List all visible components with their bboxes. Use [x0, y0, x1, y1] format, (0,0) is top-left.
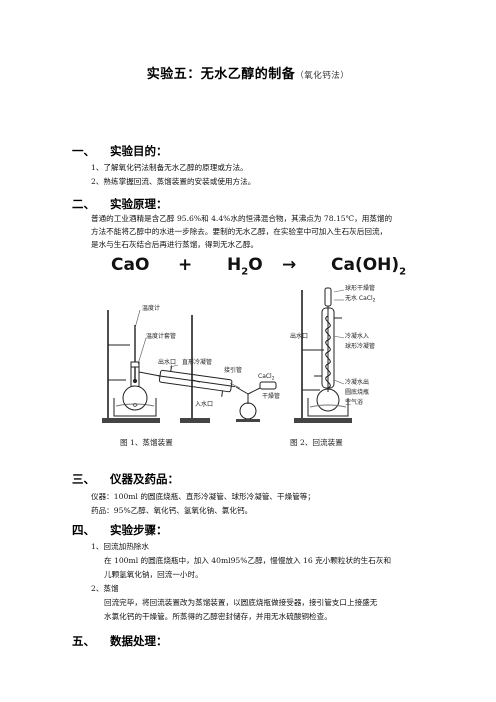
equation-product: Ca(OH)2: [331, 255, 406, 277]
section-2-line-2: 方法不能将乙醇中的水进一步除去。要制的无水乙醇，在实验室中可加入生石灰后回流，: [91, 227, 388, 236]
label-cooling-water-in: 冷凝水入: [345, 332, 369, 340]
label-thermometer: 温度计: [142, 304, 160, 312]
figure-2-caption: 图 2、回流装置: [290, 438, 343, 447]
section-3-line-2: 药品：95%乙醇、氧化钙、氢氧化钠、氯化钙。: [91, 506, 253, 515]
label-anhydrous-cacl2: 无水 CaCl2: [345, 294, 376, 304]
label-water-in: 入水口: [195, 400, 213, 408]
section-1-number: 一、: [72, 144, 95, 158]
section-3-line-1: 仪器：100ml 的圆底烧瓶、直形冷凝管、球形冷凝管、干燥管等；: [91, 492, 315, 501]
equation-plus: +: [178, 255, 193, 275]
section-4-line-4: 2、蒸馏: [91, 584, 119, 593]
section-2-title: 实验原理：: [110, 197, 168, 211]
label-cacl2-sub: 2: [272, 376, 275, 382]
equation-reactant-2: H2O: [227, 255, 263, 277]
label-cacl2: CaCl2: [258, 373, 275, 382]
label-reflux-water-out: 出水口: [290, 332, 308, 340]
section-4-line-5: 回流完毕，将回流装置改为蒸馏装置，以圆底烧瓶做接受器，接引管支口上接盛无: [104, 598, 378, 607]
equation-arrow: →: [282, 255, 297, 275]
label-water-out: 出水口: [158, 358, 176, 366]
equation-r2-symbol: H: [227, 255, 242, 275]
distillation-apparatus-diagram: 温度计 温度计套管 出水口 直形冷凝管 接引管 入水口 CaCl2 干燥管: [102, 304, 280, 423]
label-anhydrous-cacl2-text: 无水 CaCl: [345, 294, 373, 302]
label-condenser: 直形冷凝管: [182, 358, 212, 366]
figure-1-caption: 图 1、蒸馏装置: [120, 438, 173, 447]
equation-r2-sub: 2: [241, 266, 249, 278]
section-1-title: 实验目的：: [110, 144, 168, 158]
equation-r2-tail: O: [248, 255, 263, 275]
section-4-line-3: 儿颗氢氧化钠，回流一小时。: [104, 570, 203, 579]
section-4-title: 实验步骤：: [110, 523, 168, 537]
section-3-title: 仪器及药品：: [110, 472, 179, 486]
label-round-flask: 圆底烧瓶: [345, 388, 369, 396]
equation-reactant-1: CaO: [111, 255, 150, 275]
label-cooling-water-out: 冷凝水出: [345, 378, 369, 386]
label-anhydrous-cacl2-sub: 2: [373, 298, 376, 304]
equation-product-sub: 2: [399, 266, 407, 278]
section-5-title: 数据处理：: [110, 634, 168, 648]
label-dry-tube: 干燥管: [262, 392, 280, 400]
label-cacl2-text: CaCl: [258, 373, 272, 380]
title-text: 实验五：无水乙醇的制备: [146, 67, 296, 82]
label-drying-tube: 球形干燥管: [345, 284, 375, 292]
label-adapter: 接引管: [224, 366, 242, 374]
section-2-line-1: 普通的工业酒精是含乙醇 95.6%和 4.4%水的恒沸混合物，其沸点为 78.1…: [91, 214, 393, 223]
section-1-line-2: 2、熟练掌握回流、蒸馏装置的安装或使用方法。: [91, 177, 256, 186]
section-4-number: 四、: [72, 523, 95, 537]
section-5-number: 五、: [72, 634, 95, 648]
section-4-line-6: 水氯化钙的干燥管。所蒸得的乙醇密封储存，并用无水硫酸铜检查。: [104, 612, 332, 621]
page-title: 实验五：无水乙醇的制备（氧化钙法）: [0, 63, 496, 82]
reflux-apparatus-diagram: 球形干燥管 无水 CaCl2 出水口 冷凝水入 球形冷凝管 冷凝水出 圆底烧瓶 …: [290, 284, 376, 423]
section-2-number: 二、: [72, 197, 95, 211]
section-3-number: 三、: [72, 472, 95, 486]
label-air-bath: 空气浴: [345, 398, 363, 406]
section-4-line-2: 在 100ml 的圆底烧瓶中，加入 40ml95%乙醇，慢慢放入 16 克小颗粒…: [104, 556, 392, 565]
label-bulb-condenser: 球形冷凝管: [345, 342, 375, 350]
section-1-line-1: 1、了解氧化钙法制备无水乙醇的原理或方法。: [91, 163, 248, 172]
equation-product-formula: Ca(OH): [331, 255, 400, 275]
section-2-line-3: 是水与生石灰结合后再进行蒸馏，得到无水乙醇。: [91, 240, 259, 249]
title-note: （氧化钙法）: [295, 71, 350, 81]
label-thermometer-sleeve: 温度计套管: [146, 332, 176, 340]
section-4-line-1: 1、回流加热除水: [91, 542, 149, 551]
